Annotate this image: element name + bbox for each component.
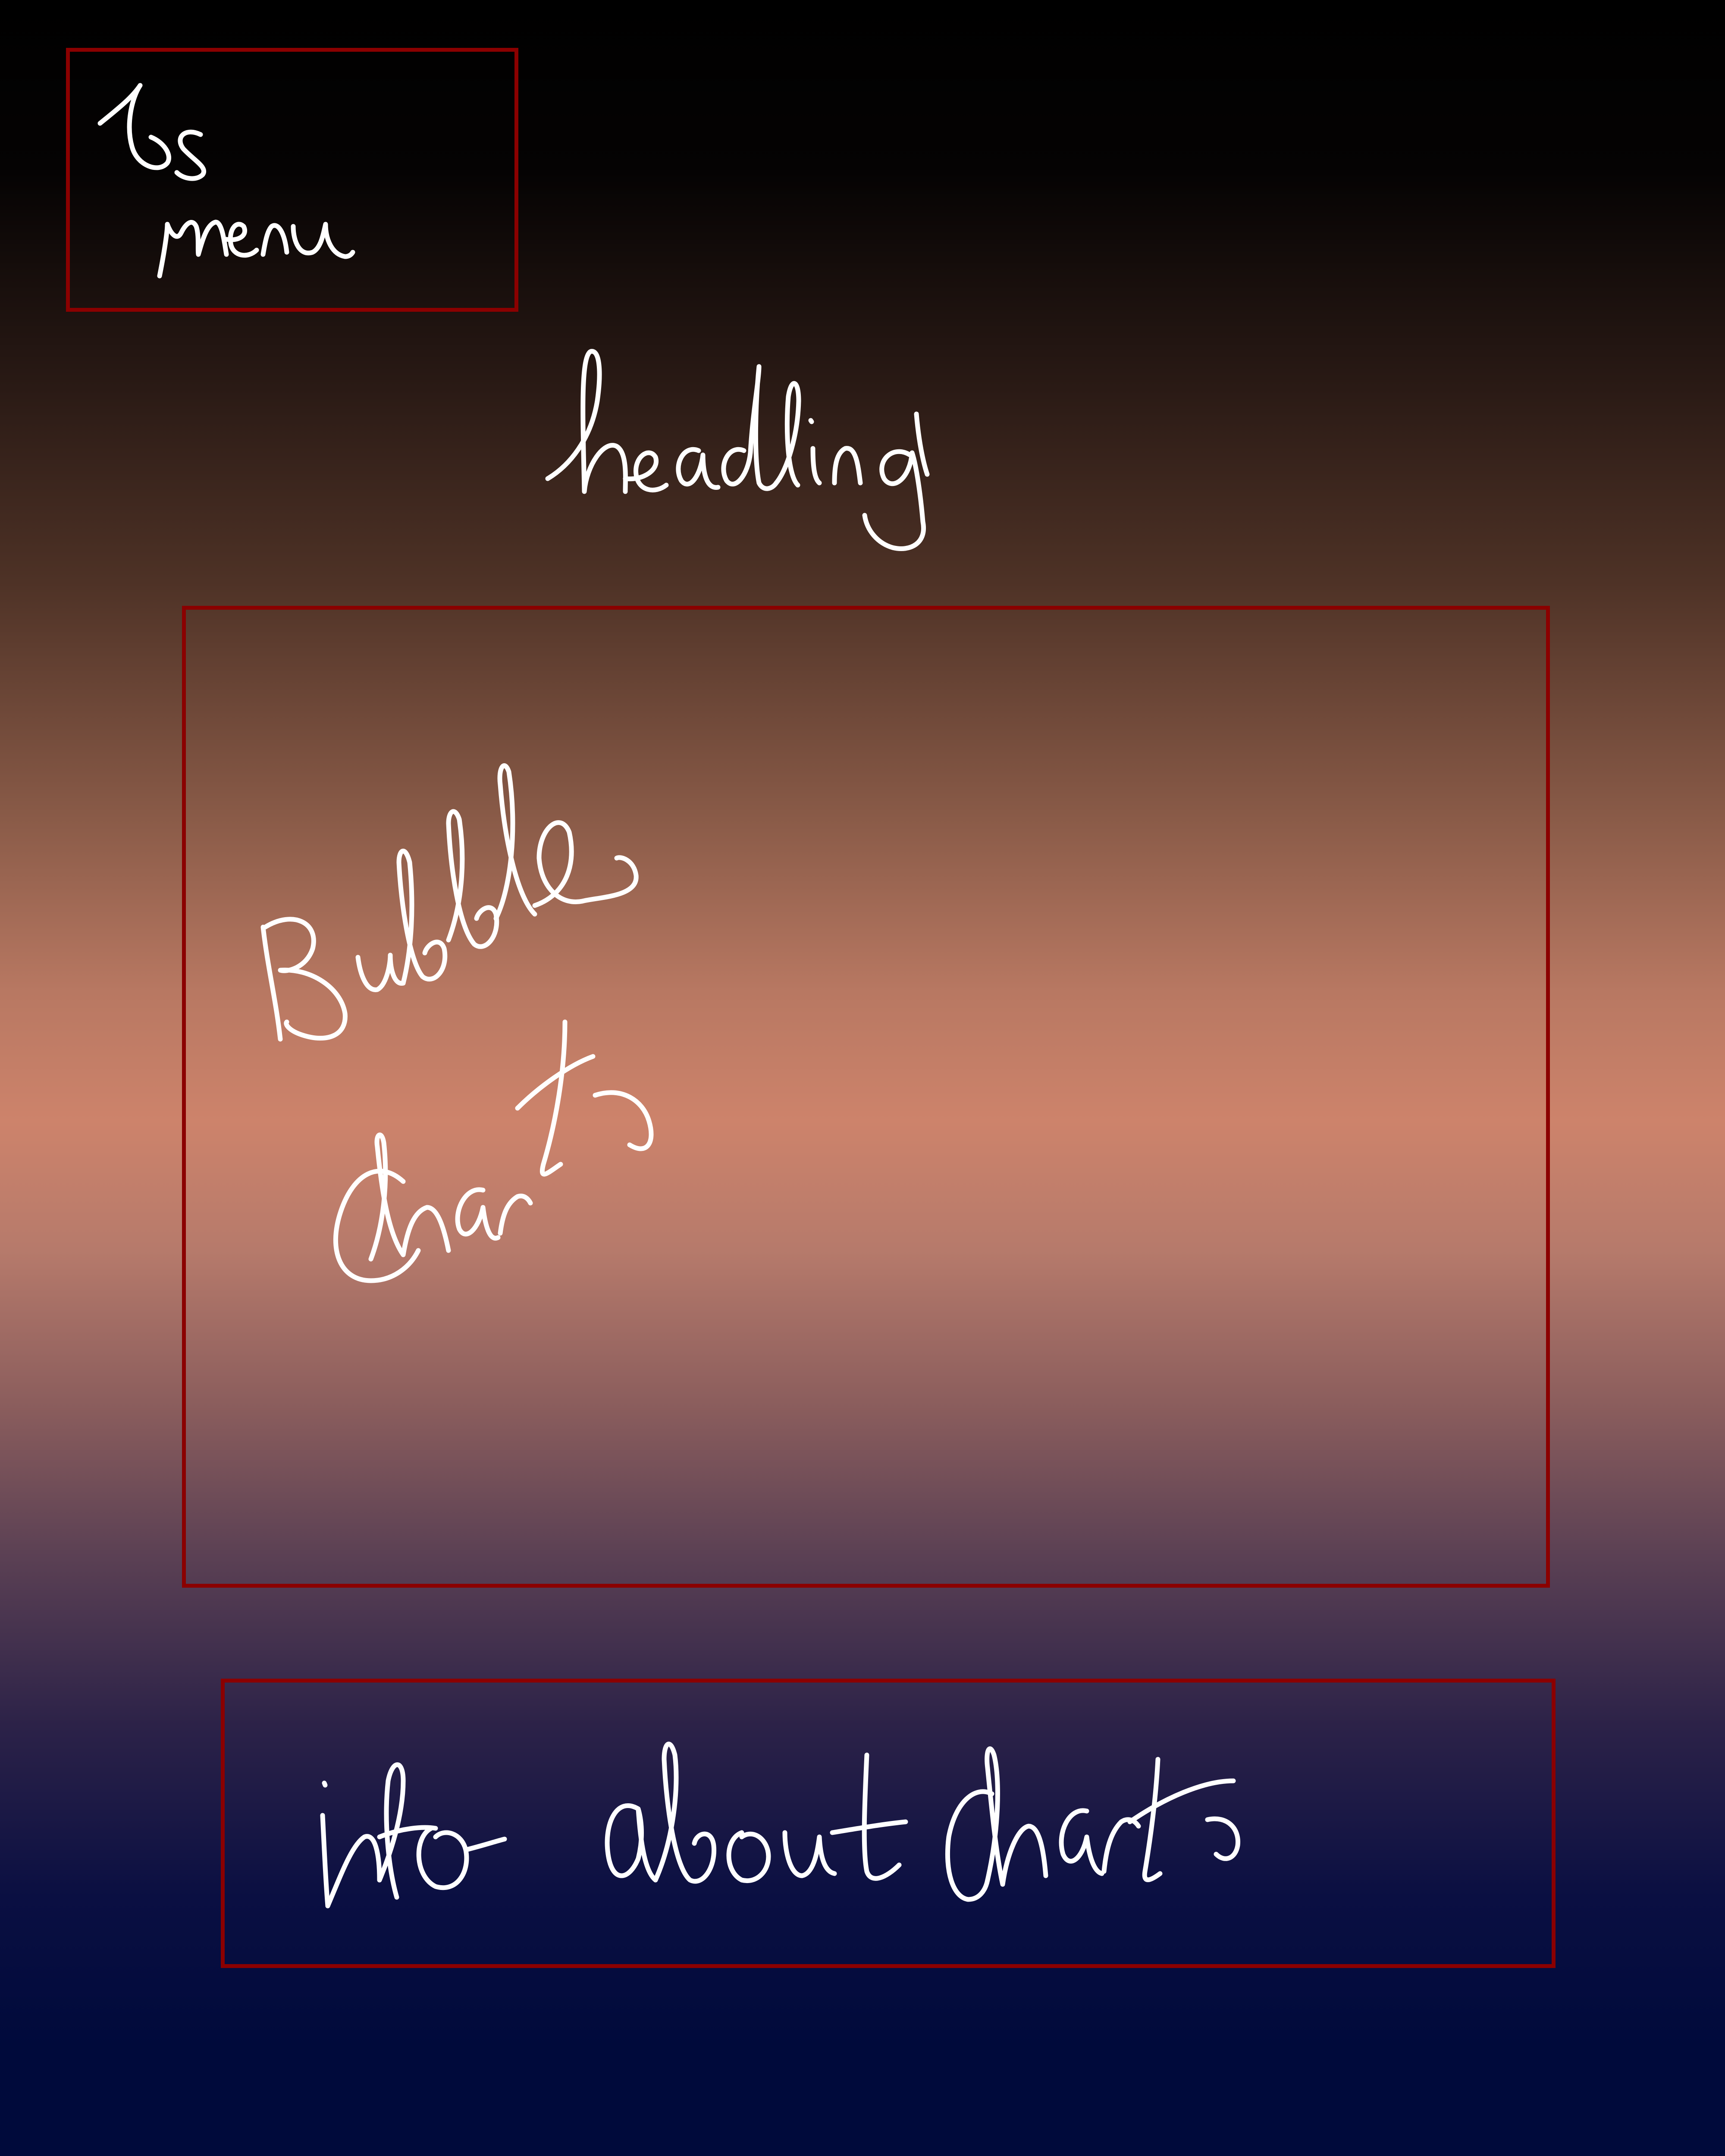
- menu-box[interactable]: Js menu: [66, 48, 518, 312]
- heading-handwriting: [545, 349, 930, 551]
- bubble-chart-handwriting: [260, 763, 654, 1283]
- bubble-chart-area[interactable]: Bubble Chart: [182, 606, 1550, 1588]
- chart-info-box: info about chart: [221, 1679, 1556, 1968]
- menu-handwriting: [97, 83, 355, 279]
- info-handwriting: [0, 0, 1294, 1940]
